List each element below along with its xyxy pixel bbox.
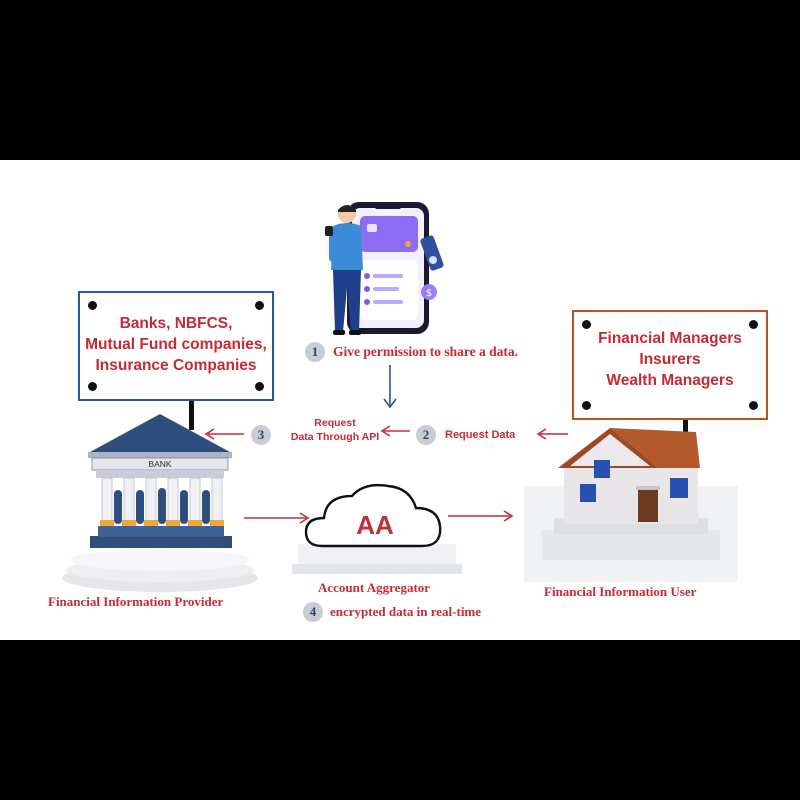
step-3-text-line: Request xyxy=(314,417,356,429)
step-3-text: Request Data Through API xyxy=(276,416,394,444)
user-label: Financial Information User xyxy=(544,584,697,599)
aa-logo: AA xyxy=(356,510,394,540)
provider-label: Financial Information Provider xyxy=(48,594,224,609)
data-to-user-arrow xyxy=(448,510,514,522)
user-example-line: Wealth Managers xyxy=(606,372,734,389)
step-4-badge: 4 xyxy=(303,602,323,622)
user-examples-board: Financial Managers Insurers Wealth Manag… xyxy=(572,310,768,420)
api-request-arrow xyxy=(204,428,244,440)
step-4-text: encrypted data in real-time xyxy=(330,604,482,619)
diagram-canvas: Banks, NBFCS, Mutual Fund companies, Ins… xyxy=(0,160,800,640)
user-example-line: Insurers xyxy=(639,351,701,368)
provider-examples-board: Banks, NBFCS, Mutual Fund companies, Ins… xyxy=(78,291,274,401)
right-board-post xyxy=(683,418,688,440)
bank-sign: BANK xyxy=(148,459,171,469)
provider-example-line: Insurance Companies xyxy=(95,357,257,374)
permission-arrow xyxy=(383,365,397,409)
board-pin xyxy=(255,301,264,310)
flow-arrows xyxy=(204,425,568,524)
provider-example-line: Mutual Fund companies, xyxy=(85,336,267,353)
bank-building-illustration: BANK xyxy=(62,414,258,592)
provider-example-line: Banks, NBFCS, xyxy=(119,315,233,332)
board-pin xyxy=(255,382,264,391)
board-pin xyxy=(582,401,591,410)
board-pin xyxy=(88,382,97,391)
board-pin xyxy=(749,320,758,329)
step-1-badge: 1 xyxy=(305,342,325,362)
request-data-arrow xyxy=(536,428,568,440)
aggregator-label: Account Aggregator xyxy=(318,580,431,595)
left-board-post xyxy=(189,400,194,430)
step-2-text: Request Data xyxy=(445,429,516,441)
person-with-phone-illustration: $ xyxy=(325,202,444,335)
data-to-aggregator-arrow xyxy=(244,512,310,524)
house-illustration xyxy=(524,428,738,582)
svg-text:$: $ xyxy=(426,288,432,299)
board-pin xyxy=(88,301,97,310)
user-example-line: Financial Managers xyxy=(598,330,742,347)
step-2-badge: 2 xyxy=(416,425,436,445)
account-aggregator-cloud: AA xyxy=(292,483,462,574)
board-pin xyxy=(749,401,758,410)
step-3-text-line: Data Through API xyxy=(290,431,380,443)
step-1-text: Give permission to share a data. xyxy=(333,344,518,359)
request-forward-arrow xyxy=(380,425,410,437)
step-3-badge: 3 xyxy=(251,425,271,445)
board-pin xyxy=(582,320,591,329)
